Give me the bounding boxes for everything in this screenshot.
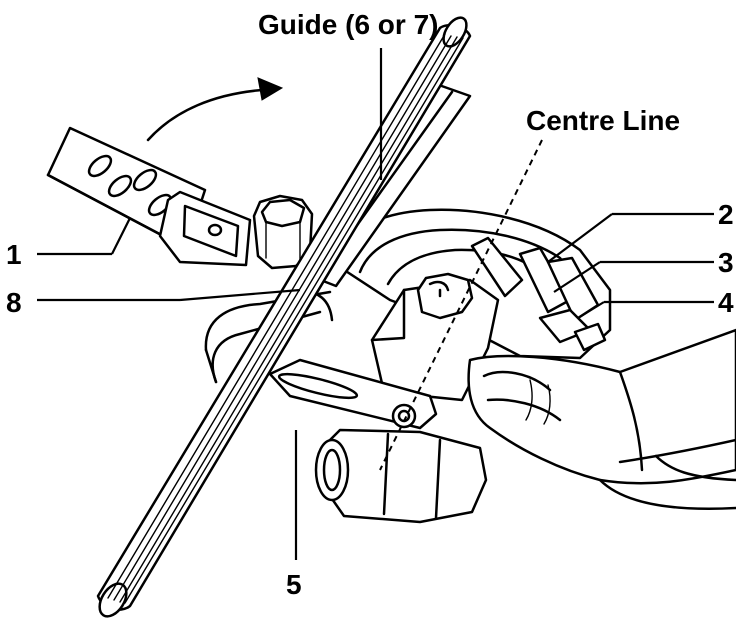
rotation-arrow bbox=[146, 77, 284, 142]
label-1: 1 bbox=[6, 239, 22, 270]
bending-former bbox=[330, 208, 612, 360]
label-centre-line: Centre Line bbox=[526, 105, 680, 136]
centre-block bbox=[370, 272, 500, 402]
leader-lines bbox=[37, 48, 714, 560]
label-3: 3 bbox=[718, 247, 734, 278]
lever-bracket bbox=[158, 190, 252, 267]
clip-hook bbox=[204, 290, 334, 384]
hex-bolt-upper bbox=[252, 194, 314, 270]
label-8: 8 bbox=[6, 287, 22, 318]
ribbed-rod bbox=[96, 16, 472, 618]
slotted-link bbox=[268, 358, 438, 430]
hand bbox=[467, 328, 736, 510]
label-2: 2 bbox=[718, 199, 734, 230]
label-guide: Guide (6 or 7) bbox=[258, 9, 438, 40]
label-4: 4 bbox=[718, 287, 734, 318]
label-5: 5 bbox=[286, 569, 302, 600]
lower-fitting bbox=[314, 428, 488, 524]
